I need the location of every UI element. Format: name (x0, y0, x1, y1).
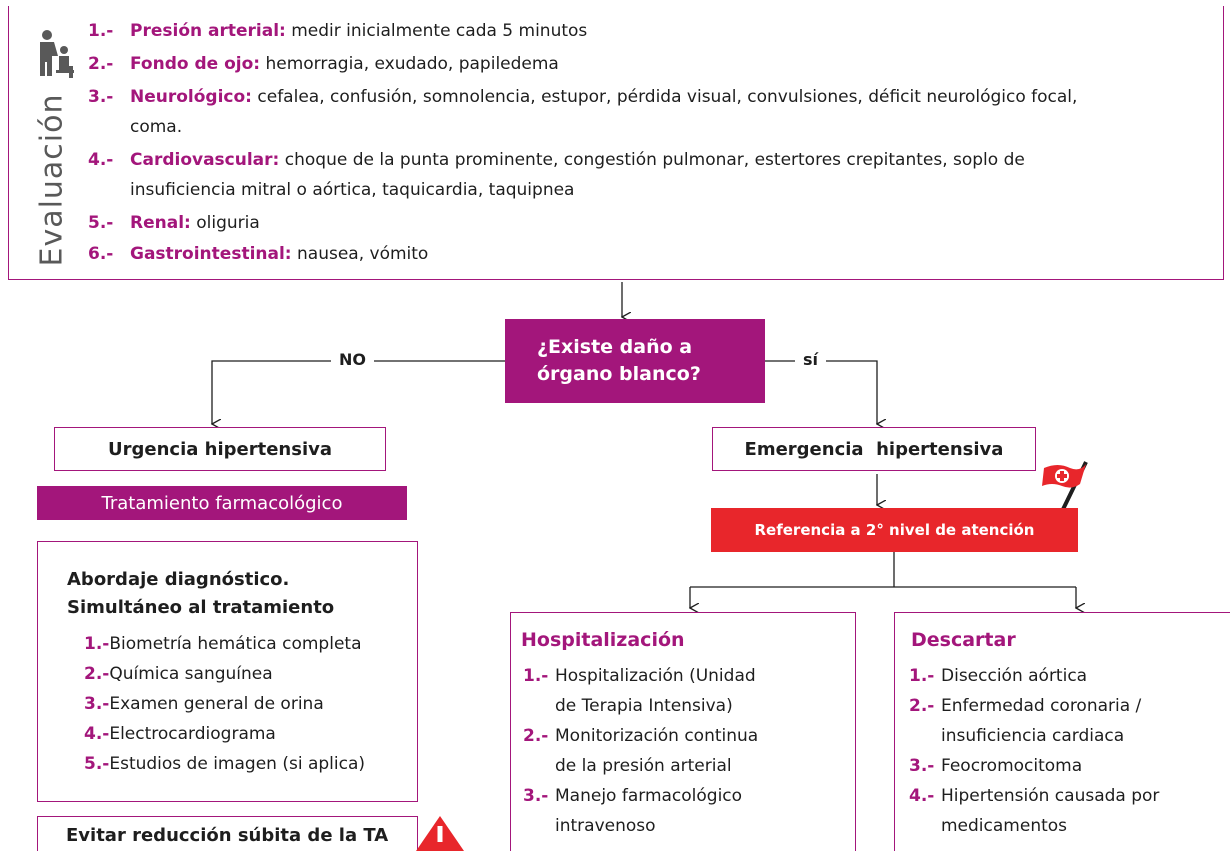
descartar-item-1: 1.-Disección aórtica (909, 666, 1088, 686)
evitar-reduccion-box: Evitar reducción súbita de la TA (37, 816, 418, 851)
eval-item-3: 3.-Neurológico: cefalea, confusión, somn… (88, 87, 1078, 107)
eval-item-4: 4.-Cardiovascular: choque de la punta pr… (88, 150, 1025, 170)
arrow-si (765, 360, 877, 424)
descartar-item-2: 2.-Enfermedad coronaria /insuficiencia c… (909, 696, 1142, 746)
eval-item-4-cont: insuficiencia mitral o aórtica, taquicar… (130, 180, 575, 200)
doctor-patient-icon (40, 30, 74, 78)
abordaje-item-2: 2.-Química sanguínea (84, 664, 273, 684)
descartar-item-3: 3.-Feocromocitoma (909, 756, 1083, 776)
eval-item-1: 1.-Presión arterial: medir inicialmente … (88, 21, 588, 41)
abordaje-item-3: 3.-Examen general de orina (84, 694, 324, 714)
arrow-no (212, 360, 505, 424)
eval-item-3-cont: coma. (130, 117, 183, 137)
referencia-segundo-nivel-banner: Referencia a 2° nivel de atención (711, 508, 1078, 552)
eval-item-5: 5.-Renal: oliguria (88, 213, 260, 233)
yes-label: sí (795, 350, 827, 369)
abordaje-item-1: 1.-Biometría hemática completa (84, 634, 362, 654)
descartar-box: Descartar 1.-Disección aórtica 2.-Enferm… (894, 612, 1230, 851)
warning-icon (416, 816, 464, 851)
hospitalizacion-box: Hospitalización 1.-Hospitalización (Unid… (510, 612, 856, 851)
emergencia-hipertensiva-box: Emergencia hipertensiva (712, 427, 1036, 471)
abordaje-item-5: 5.-Estudios de imagen (si aplica) (84, 754, 366, 774)
tratamiento-farmacologico-banner: Tratamiento farmacológico (37, 486, 407, 520)
abordaje-diagnostico-box: Abordaje diagnóstico. Simultáneo al trat… (37, 541, 418, 802)
evaluation-box (8, 6, 1224, 280)
no-label: NO (331, 350, 374, 369)
abordaje-item-4: 4.-Electrocardiograma (84, 724, 276, 744)
decision-question: ¿Existe daño a órgano blanco? (505, 319, 765, 403)
eval-item-6: 6.-Gastrointestinal: nausea, vómito (88, 244, 429, 264)
eval-item-2: 2.-Fondo de ojo: hemorragia, exudado, pa… (88, 54, 559, 74)
urgencia-hipertensiva-box: Urgencia hipertensiva (54, 427, 386, 471)
